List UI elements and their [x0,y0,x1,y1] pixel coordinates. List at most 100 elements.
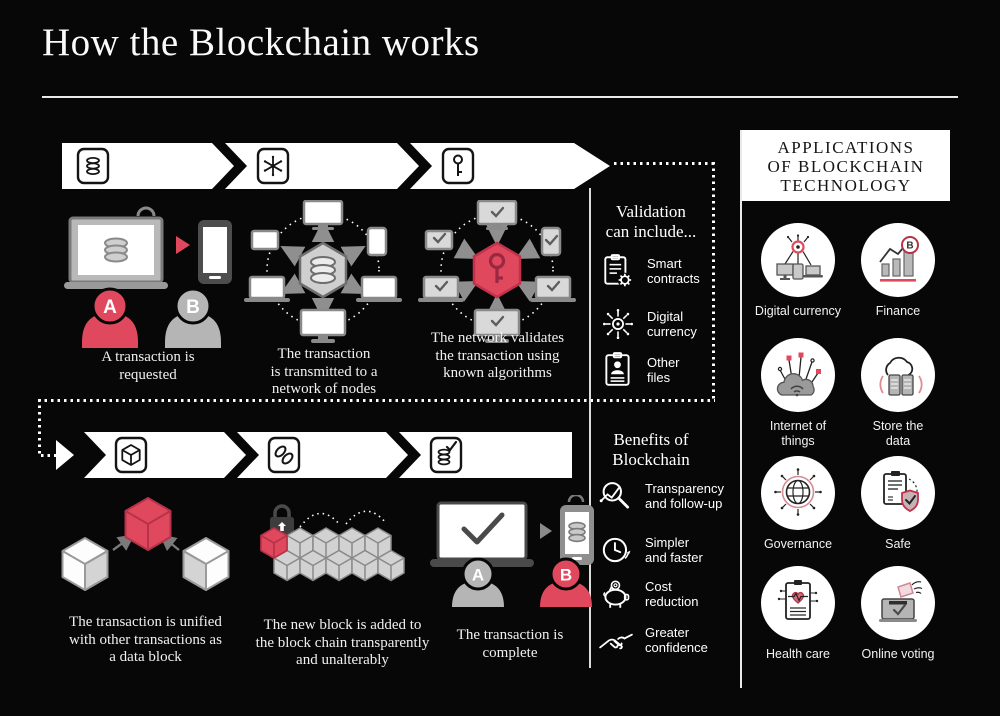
benefit-item-label: Greater confidence [645,625,708,655]
finance-icon: B [879,236,919,282]
svg-text:A: A [472,566,484,585]
chain-link-icon [274,445,294,465]
validation-item-label: Digital currency [647,309,697,339]
transfer-arrow-icon [540,523,552,539]
process-arrows-row1 [62,143,610,189]
person-b: B [165,287,221,348]
app-label: Store the data [872,419,924,448]
governance-icon [774,468,822,516]
clock-icon [602,537,631,563]
piggy-bank-icon [603,580,630,608]
app-circle: B [861,223,935,297]
app-label: Finance [875,304,921,318]
device-stands [418,224,576,343]
illustration-network-of-nodes [244,200,402,343]
digital-currency-app-icon [776,234,823,280]
app-label: Governance [763,537,833,551]
device-stands [244,224,402,343]
internet-of-things-icon [776,352,821,397]
application-item: Digital currency [750,223,846,319]
online-voting-icon [879,581,923,622]
hexagon-key-icon [472,241,522,299]
illustration-data-block [61,497,230,591]
laptop-check-icon [430,501,534,567]
step-caption: The transaction is transmitted to a netw… [270,346,378,397]
applications-divider [740,130,742,688]
benefit-item-label: Cost reduction [645,579,699,609]
handle-arc [136,206,156,217]
illustration-transaction-requested: A B [64,206,232,348]
validation-item: Digital currency [600,306,697,342]
cube-icon [121,444,141,466]
step-caption: The transaction is complete [456,627,564,661]
page-title: How the Blockchain works [42,21,480,64]
app-label: Internet of things [769,419,827,448]
white-cube-left [61,537,109,591]
handshake-icon [599,633,633,650]
hexagon-database-icon [298,241,348,299]
app-circle [761,456,835,530]
application-item: Online voting [850,566,946,662]
application-item: Safe [850,456,946,552]
step-caption: The network validates the transaction us… [430,330,565,381]
dotted-arcs [299,510,387,528]
application-item: Internet of things [750,338,846,448]
app-circle [761,566,835,640]
step-caption: The new block is added to the block chai… [255,617,430,668]
database-check-icon [437,440,458,466]
gray-cubes [273,527,405,582]
application-item: Store the data [850,338,946,448]
app-circle [761,338,835,412]
benefit-item: Simpler and faster [598,532,703,568]
application-item: Health care [750,566,846,662]
handle-arc [567,495,585,503]
person-a: A [452,557,504,607]
svg-text:B: B [906,241,913,252]
applications-header: APPLICATIONS OF BLOCKCHAIN TECHNOLOGY [742,130,950,201]
database-icon [86,156,100,175]
applications-title: APPLICATIONS OF BLOCKCHAIN TECHNOLOGY [767,138,925,195]
dotted-connector [712,162,715,402]
person-a: A [82,287,138,348]
process-arrows-row2 [56,432,572,478]
benefit-item: Transparency and follow-up [598,478,724,514]
application-item: B Finance [850,223,946,319]
svg-text:A: A [103,297,117,318]
app-label: Safe [885,537,911,551]
step-caption: A transaction is requested [101,349,195,383]
illustration-network-validates [418,200,576,343]
phone-icon [198,220,232,284]
key-icon [453,154,463,176]
validate-arrows [453,224,541,316]
app-label: Health care [766,647,830,661]
health-care-icon [777,580,819,620]
dotted-connector [614,162,714,165]
check-marks [432,206,561,327]
dotted-connector [41,454,56,457]
benefits-title: Benefits of Blockchain [612,430,690,469]
app-circle [761,223,835,297]
app-label: Digital currency [754,304,842,318]
white-cube-right [182,537,230,591]
benefit-item-label: Simpler and faster [645,535,703,565]
store-data-icon [879,356,923,396]
app-circle [861,338,935,412]
svg-text:B: B [560,566,572,585]
section-divider [589,188,591,668]
validation-item-label: Smart contracts [647,256,700,286]
validation-item: Smart contracts [600,253,700,289]
red-block [260,527,288,559]
laptop-icon [64,216,168,289]
svg-text:B: B [186,297,200,318]
safe-icon [883,471,919,512]
digital-currency-icon [602,308,634,340]
magnifier-chart-icon [599,482,630,509]
dotted-circle [440,213,554,327]
dotted-connector [38,399,41,456]
red-cube [124,497,172,551]
benefit-item-label: Transparency and follow-up [645,481,724,511]
transfer-arrow-icon [176,236,190,254]
validation-item-label: Other files [647,355,680,385]
step-caption: The transaction is unified with other tr… [69,614,222,665]
